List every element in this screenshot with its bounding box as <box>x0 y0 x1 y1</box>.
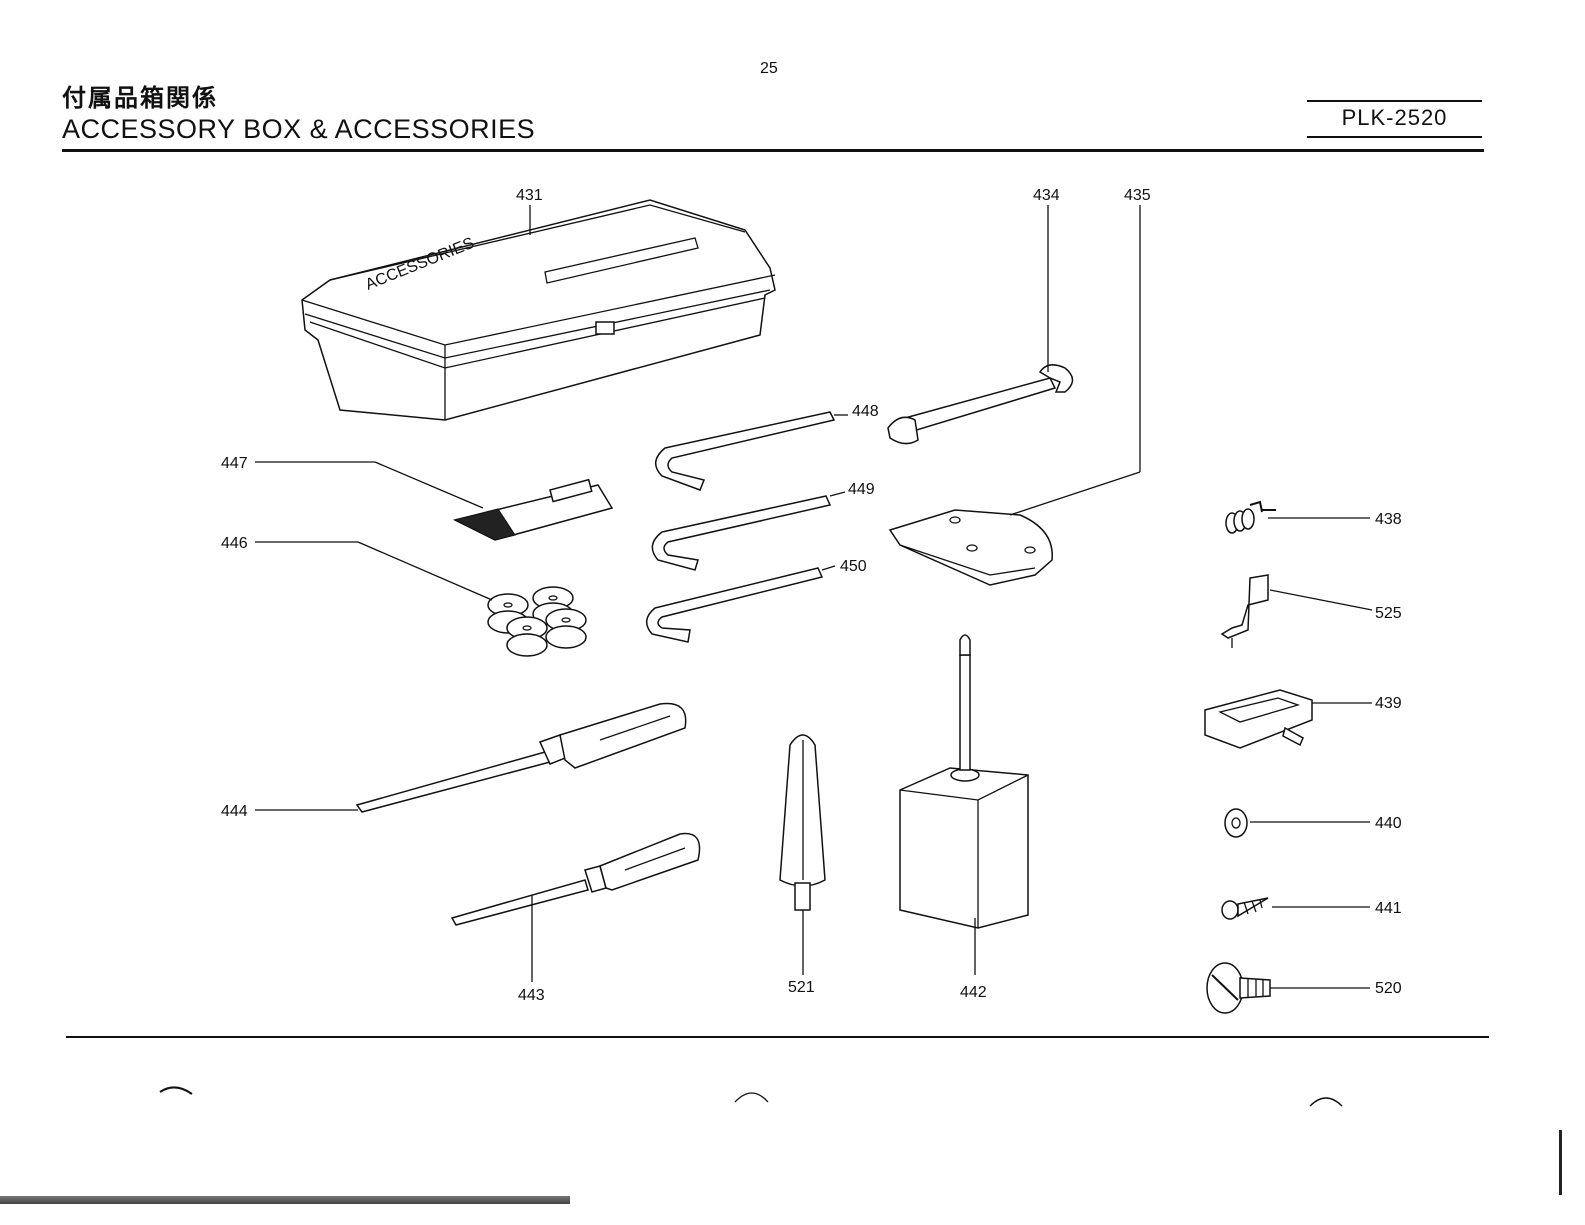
callout-520: 520 <box>1375 980 1402 997</box>
callout-446: 446 <box>221 535 248 552</box>
washer-icon <box>1225 809 1247 837</box>
thumb-screw-icon <box>1207 963 1270 1013</box>
hex-key-icon <box>656 412 834 490</box>
callout-450: 450 <box>840 558 867 575</box>
screwdriver-small-icon <box>452 834 700 925</box>
callout-441: 441 <box>1375 900 1402 917</box>
wrench-key-icon <box>1205 690 1312 748</box>
presser-foot-icon <box>1222 575 1268 648</box>
callout-439: 439 <box>1375 695 1402 712</box>
accessory-box-icon: ACCESSORIES <box>302 200 775 420</box>
callout-442: 442 <box>960 984 987 1001</box>
callout-443: 443 <box>518 987 545 1004</box>
cover-plate-icon <box>890 510 1052 585</box>
hex-key-icon <box>652 496 830 570</box>
callout-434: 434 <box>1033 187 1060 204</box>
callout-449: 449 <box>848 481 875 498</box>
callout-438: 438 <box>1375 511 1402 528</box>
callout-448: 448 <box>852 403 879 420</box>
callout-440: 440 <box>1375 815 1402 832</box>
bobbins-icon <box>488 587 586 656</box>
callout-435: 435 <box>1124 187 1151 204</box>
binder-hole-marks <box>160 1087 1342 1106</box>
screwdriver-large-icon <box>357 704 686 813</box>
callout-431: 431 <box>516 187 543 204</box>
spanner-icon <box>888 365 1073 444</box>
hex-key-icon <box>647 568 822 642</box>
callout-521: 521 <box>788 979 815 996</box>
needle-pack-icon <box>455 480 612 540</box>
callout-525: 525 <box>1375 605 1402 622</box>
callout-444: 444 <box>221 803 248 820</box>
callout-447: 447 <box>221 455 248 472</box>
oiler-icon <box>900 635 1028 928</box>
wood-screw-icon <box>1222 898 1268 919</box>
spool-cone-icon <box>780 735 825 910</box>
